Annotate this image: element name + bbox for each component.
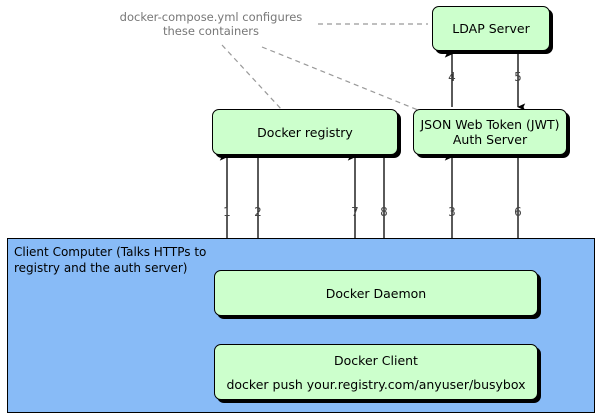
node-docker-client[interactable]: Docker Client docker push your.registry.… (214, 344, 538, 400)
compose-annotation-line2: configures these containers (162, 10, 303, 38)
client-label-line2: Computer (52, 245, 113, 259)
flow-label-7: 7 (351, 205, 359, 219)
node-docker-client-command: docker push your.registry.com/anyuser/bu… (226, 376, 526, 392)
node-docker-registry-label: Docker registry (257, 124, 353, 140)
dashed-note-to-jwt (261, 46, 419, 111)
flow-label-1: 1 (223, 205, 231, 219)
compose-annotation: docker-compose.yml configures these cont… (118, 10, 304, 38)
node-docker-registry[interactable]: Docker registry (212, 109, 398, 155)
flow-label-8: 8 (380, 205, 388, 219)
client-computer-label: Client Computer (Talks HTTPs to registry… (14, 245, 214, 276)
flow-label-4: 4 (448, 70, 456, 84)
node-docker-daemon[interactable]: Docker Daemon (214, 270, 538, 316)
node-jwt-auth-server-line1: JSON Web Token (JWT) (420, 117, 560, 132)
flow-label-5: 5 (514, 70, 522, 84)
node-docker-client-label: Docker Client (334, 352, 418, 368)
node-jwt-auth-server-line2: Auth Server (452, 132, 528, 147)
client-label-line1: Client (14, 245, 49, 259)
flow-label-2: 2 (254, 205, 262, 219)
node-ldap-server[interactable]: LDAP Server (432, 6, 550, 51)
flow-label-6: 6 (514, 205, 522, 219)
client-label-line4: and the auth server) (63, 260, 188, 275)
node-jwt-auth-server[interactable]: JSON Web Token (JWT) Auth Server (413, 109, 567, 155)
flow-label-3: 3 (448, 205, 456, 219)
client-label-line3: (Talks HTTPs to registry (14, 245, 207, 275)
dashed-note-to-registry (221, 44, 283, 111)
node-ldap-server-label: LDAP Server (452, 21, 530, 36)
node-docker-daemon-label: Docker Daemon (325, 285, 427, 301)
compose-annotation-line1: docker-compose.yml (119, 10, 239, 24)
